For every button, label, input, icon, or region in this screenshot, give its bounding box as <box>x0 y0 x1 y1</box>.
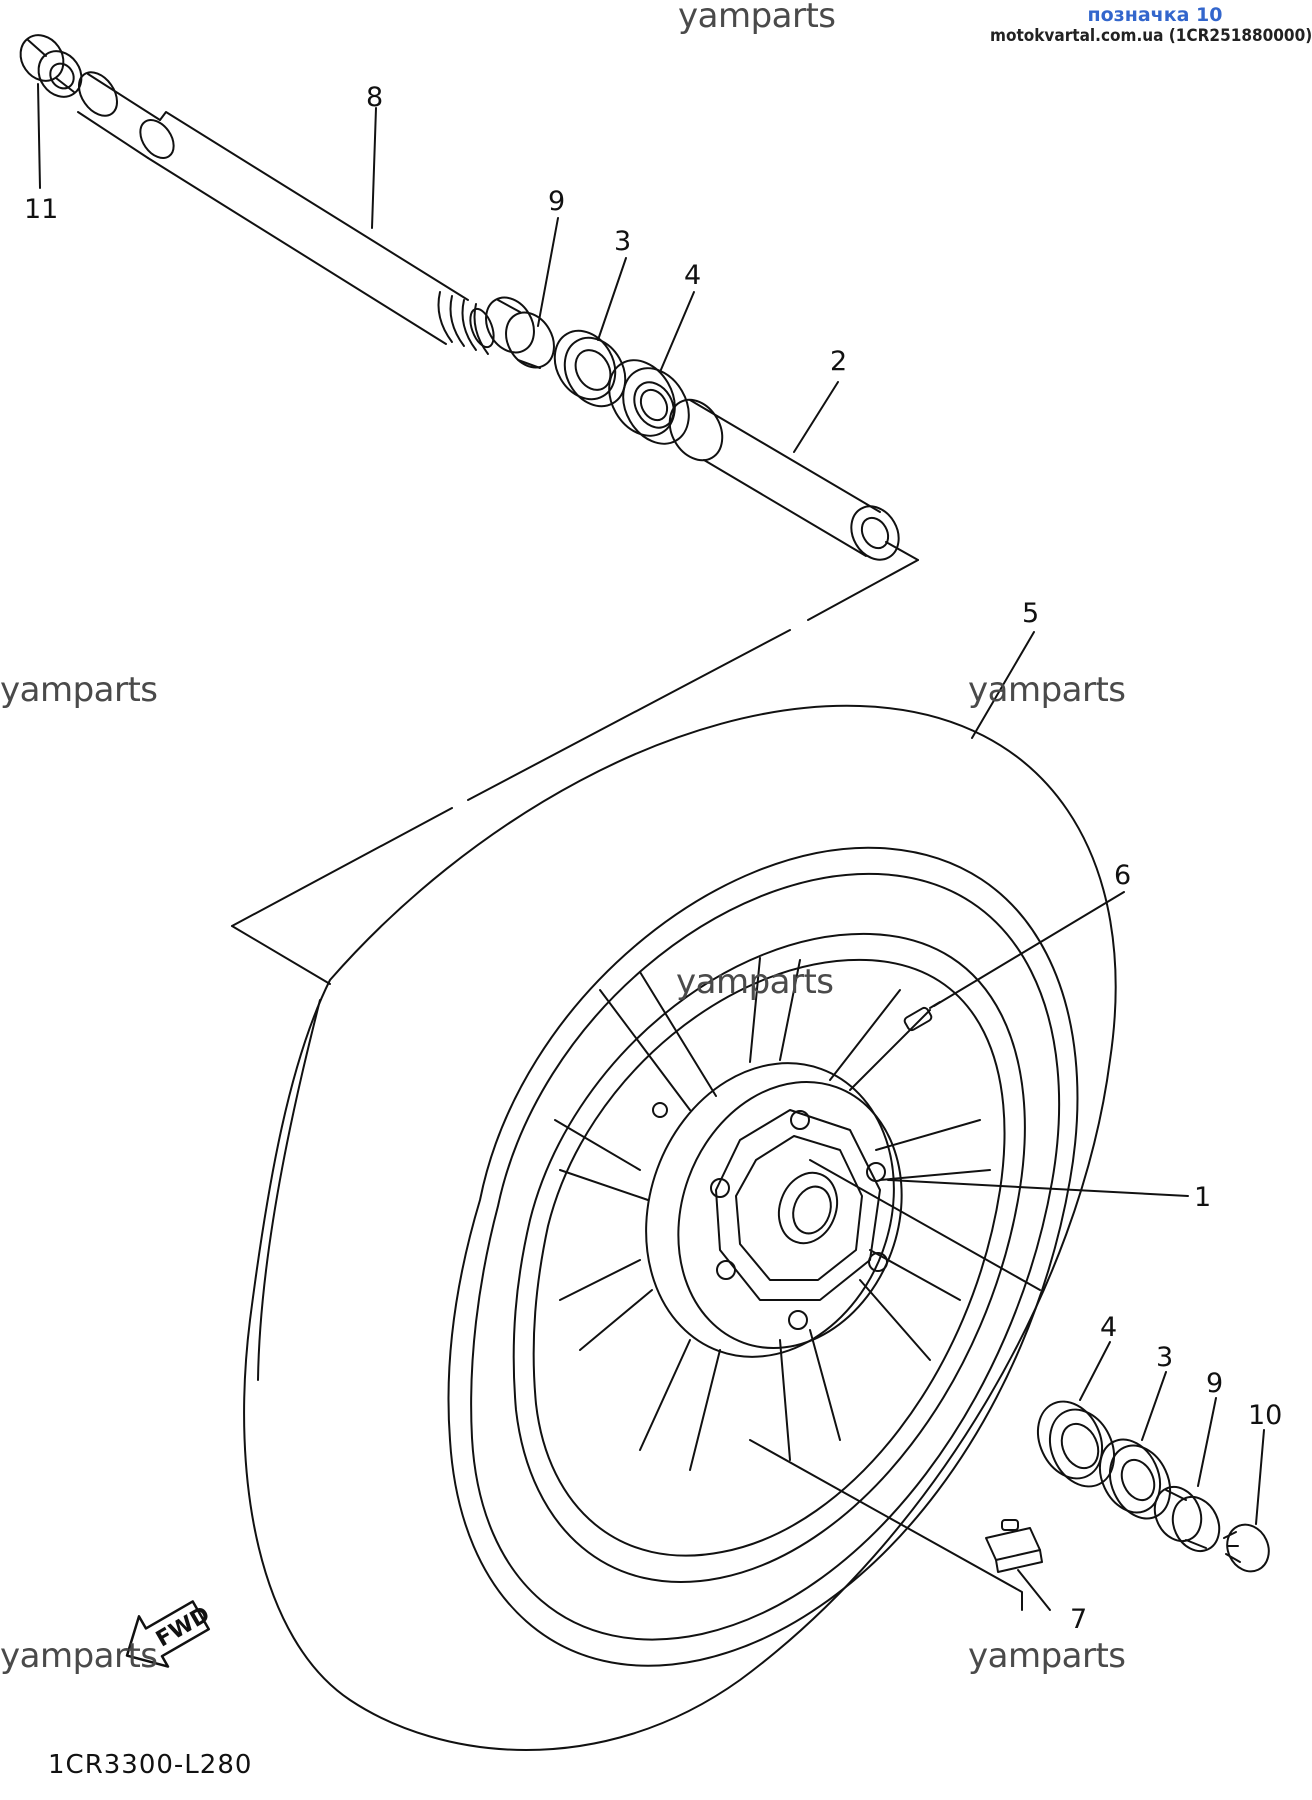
bearing-part-4-top <box>608 359 690 445</box>
spacer-tube-part-2 <box>668 398 900 561</box>
collar-part-11 <box>19 34 83 98</box>
callout-2: 2 <box>830 346 847 377</box>
callout-5: 5 <box>1022 598 1039 629</box>
tire-part-5 <box>243 704 1117 1751</box>
callout-9-bottom: 9 <box>1206 1368 1223 1399</box>
spacer-collar-part-9-bottom <box>1153 1485 1221 1553</box>
callout-7: 7 <box>1070 1604 1087 1635</box>
watermark: yamparts <box>678 0 836 36</box>
callout-3-bottom: 3 <box>1156 1342 1173 1373</box>
callout-4-bottom: 4 <box>1100 1312 1117 1343</box>
callout-8: 8 <box>366 82 383 113</box>
assembly-guide-lines <box>231 541 1041 1611</box>
watermark: yamparts <box>968 670 1126 710</box>
bearing-part-4-bottom <box>1036 1400 1116 1488</box>
axle-cap-part-10 <box>1223 1523 1270 1573</box>
callout-1: 1 <box>1194 1182 1211 1213</box>
oil-seal-part-3-top <box>553 329 627 408</box>
callout-6: 6 <box>1114 860 1131 891</box>
watermark: yamparts <box>968 1636 1126 1676</box>
spacer-collar-part-9-top <box>485 296 555 369</box>
callout-9-top: 9 <box>548 186 565 217</box>
watermark: yamparts <box>0 670 158 710</box>
leader-lines <box>37 83 1265 1611</box>
callout-11: 11 <box>24 194 58 225</box>
cast-wheel-part-1 <box>447 846 1079 1667</box>
callout-4-top: 4 <box>684 260 701 291</box>
callout-3-top: 3 <box>614 226 631 257</box>
balance-weight-part-7 <box>985 1519 1043 1573</box>
front-axle-part-8 <box>77 71 495 355</box>
watermark: yamparts <box>676 962 834 1002</box>
callout-numbers: 11 8 9 3 4 2 5 6 1 4 3 9 10 7 <box>24 82 1282 1635</box>
diagram-code: 1CR3300-L280 <box>48 1750 253 1780</box>
brand-label: позначка 10 <box>1087 4 1223 26</box>
watermark: yamparts <box>0 1636 158 1676</box>
callout-10: 10 <box>1248 1400 1282 1431</box>
brand-site-code: motokvartal.com.ua (1CR251880000) <box>990 26 1312 46</box>
